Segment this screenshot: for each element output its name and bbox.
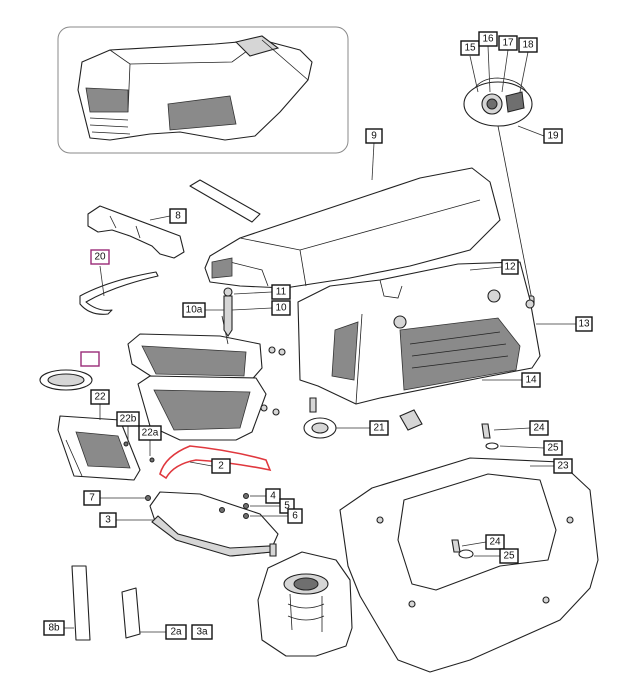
loose-parts xyxy=(71,565,141,641)
svg-text:18: 18 xyxy=(522,40,534,51)
svg-text:24: 24 xyxy=(489,537,501,548)
dashboard-panel xyxy=(297,261,541,405)
callout-12: 12 xyxy=(501,259,519,275)
svg-text:22b: 22b xyxy=(120,414,137,425)
svg-text:10: 10 xyxy=(275,303,287,314)
svg-text:17: 17 xyxy=(502,38,514,49)
callout-24-bottom: 24 xyxy=(485,534,505,550)
trim-strip-20 xyxy=(79,271,159,315)
hardware-fasteners xyxy=(123,287,317,519)
emblem-badge xyxy=(39,369,93,391)
highlighted-strip-2 xyxy=(159,445,272,480)
svg-text:24: 24 xyxy=(533,423,545,434)
callout-18: 18 xyxy=(518,37,538,53)
svg-text:12: 12 xyxy=(504,262,516,273)
headlight-bar xyxy=(87,205,185,259)
lower-bumper-3 xyxy=(149,491,279,557)
callout-22a: 22a xyxy=(138,425,162,441)
svg-text:25: 25 xyxy=(547,443,559,454)
rubber-bushing-21 xyxy=(303,417,337,439)
steering-console xyxy=(257,543,353,657)
callout-3: 3 xyxy=(99,512,117,528)
callout-22b: 22b xyxy=(116,411,140,427)
callout-8: 8 xyxy=(169,208,187,224)
callout-10: 10 xyxy=(271,300,291,316)
callout-2a: 2a xyxy=(165,624,187,640)
svg-text:19: 19 xyxy=(547,131,559,142)
light-frame-22 xyxy=(57,415,141,481)
svg-text:20: 20 xyxy=(94,252,106,263)
callout-22: 22 xyxy=(90,389,110,405)
callout-25-top: 25 xyxy=(543,440,563,456)
svg-text:22: 22 xyxy=(94,392,106,403)
svg-text:8b: 8b xyxy=(48,623,60,634)
assembled-hood-inset xyxy=(57,26,349,154)
callout-17: 17 xyxy=(498,35,518,51)
ignition-key-assembly xyxy=(463,77,535,307)
callout-19: 19 xyxy=(543,128,563,144)
svg-text:2: 2 xyxy=(218,461,224,472)
callout-labels: 9 8 20 12 11 10 10a 13 14 22 22b 22a 21 … xyxy=(43,31,593,640)
main-hood-body xyxy=(204,167,501,289)
svg-text:5: 5 xyxy=(284,501,290,512)
callout-13: 13 xyxy=(575,316,593,332)
svg-text:7: 7 xyxy=(89,493,95,504)
svg-text:15: 15 xyxy=(464,43,476,54)
svg-text:6: 6 xyxy=(292,511,298,522)
callout-8b: 8b xyxy=(43,620,65,636)
callout-empty xyxy=(80,351,100,367)
callout-6: 6 xyxy=(287,508,303,524)
svg-text:14: 14 xyxy=(525,375,537,386)
svg-text:16: 16 xyxy=(482,34,494,45)
callout-2: 2 xyxy=(211,458,231,474)
svg-text:9: 9 xyxy=(371,131,377,142)
svg-text:10a: 10a xyxy=(186,305,203,316)
callout-25-bottom: 25 xyxy=(499,548,519,564)
svg-text:8: 8 xyxy=(175,211,181,222)
svg-text:3: 3 xyxy=(105,515,111,526)
callout-21: 21 xyxy=(369,420,389,436)
front-grille-assembly xyxy=(127,315,286,441)
support-bar xyxy=(189,179,261,223)
callout-24-top: 24 xyxy=(529,420,549,436)
callout-15: 15 xyxy=(460,40,480,56)
floor-mat-23 xyxy=(339,457,599,673)
svg-text:4: 4 xyxy=(270,491,276,502)
callout-11: 11 xyxy=(271,284,291,300)
callout-14: 14 xyxy=(521,372,541,388)
svg-text:13: 13 xyxy=(578,319,590,330)
svg-text:21: 21 xyxy=(373,423,385,434)
callout-7: 7 xyxy=(83,490,101,506)
svg-text:23: 23 xyxy=(557,461,569,472)
callout-20: 20 xyxy=(90,249,110,265)
svg-text:3a: 3a xyxy=(196,627,208,638)
svg-text:25: 25 xyxy=(503,551,515,562)
callout-4: 4 xyxy=(265,488,281,504)
svg-text:22a: 22a xyxy=(142,428,159,439)
callout-23: 23 xyxy=(553,458,573,474)
bolts-24-25 xyxy=(451,423,499,559)
svg-text:2a: 2a xyxy=(170,627,182,638)
callout-16: 16 xyxy=(478,31,498,47)
callout-3a: 3a xyxy=(191,624,213,640)
callout-9: 9 xyxy=(365,128,383,144)
svg-text:11: 11 xyxy=(276,287,287,298)
callout-10a: 10a xyxy=(182,302,206,318)
small-block xyxy=(399,409,423,431)
